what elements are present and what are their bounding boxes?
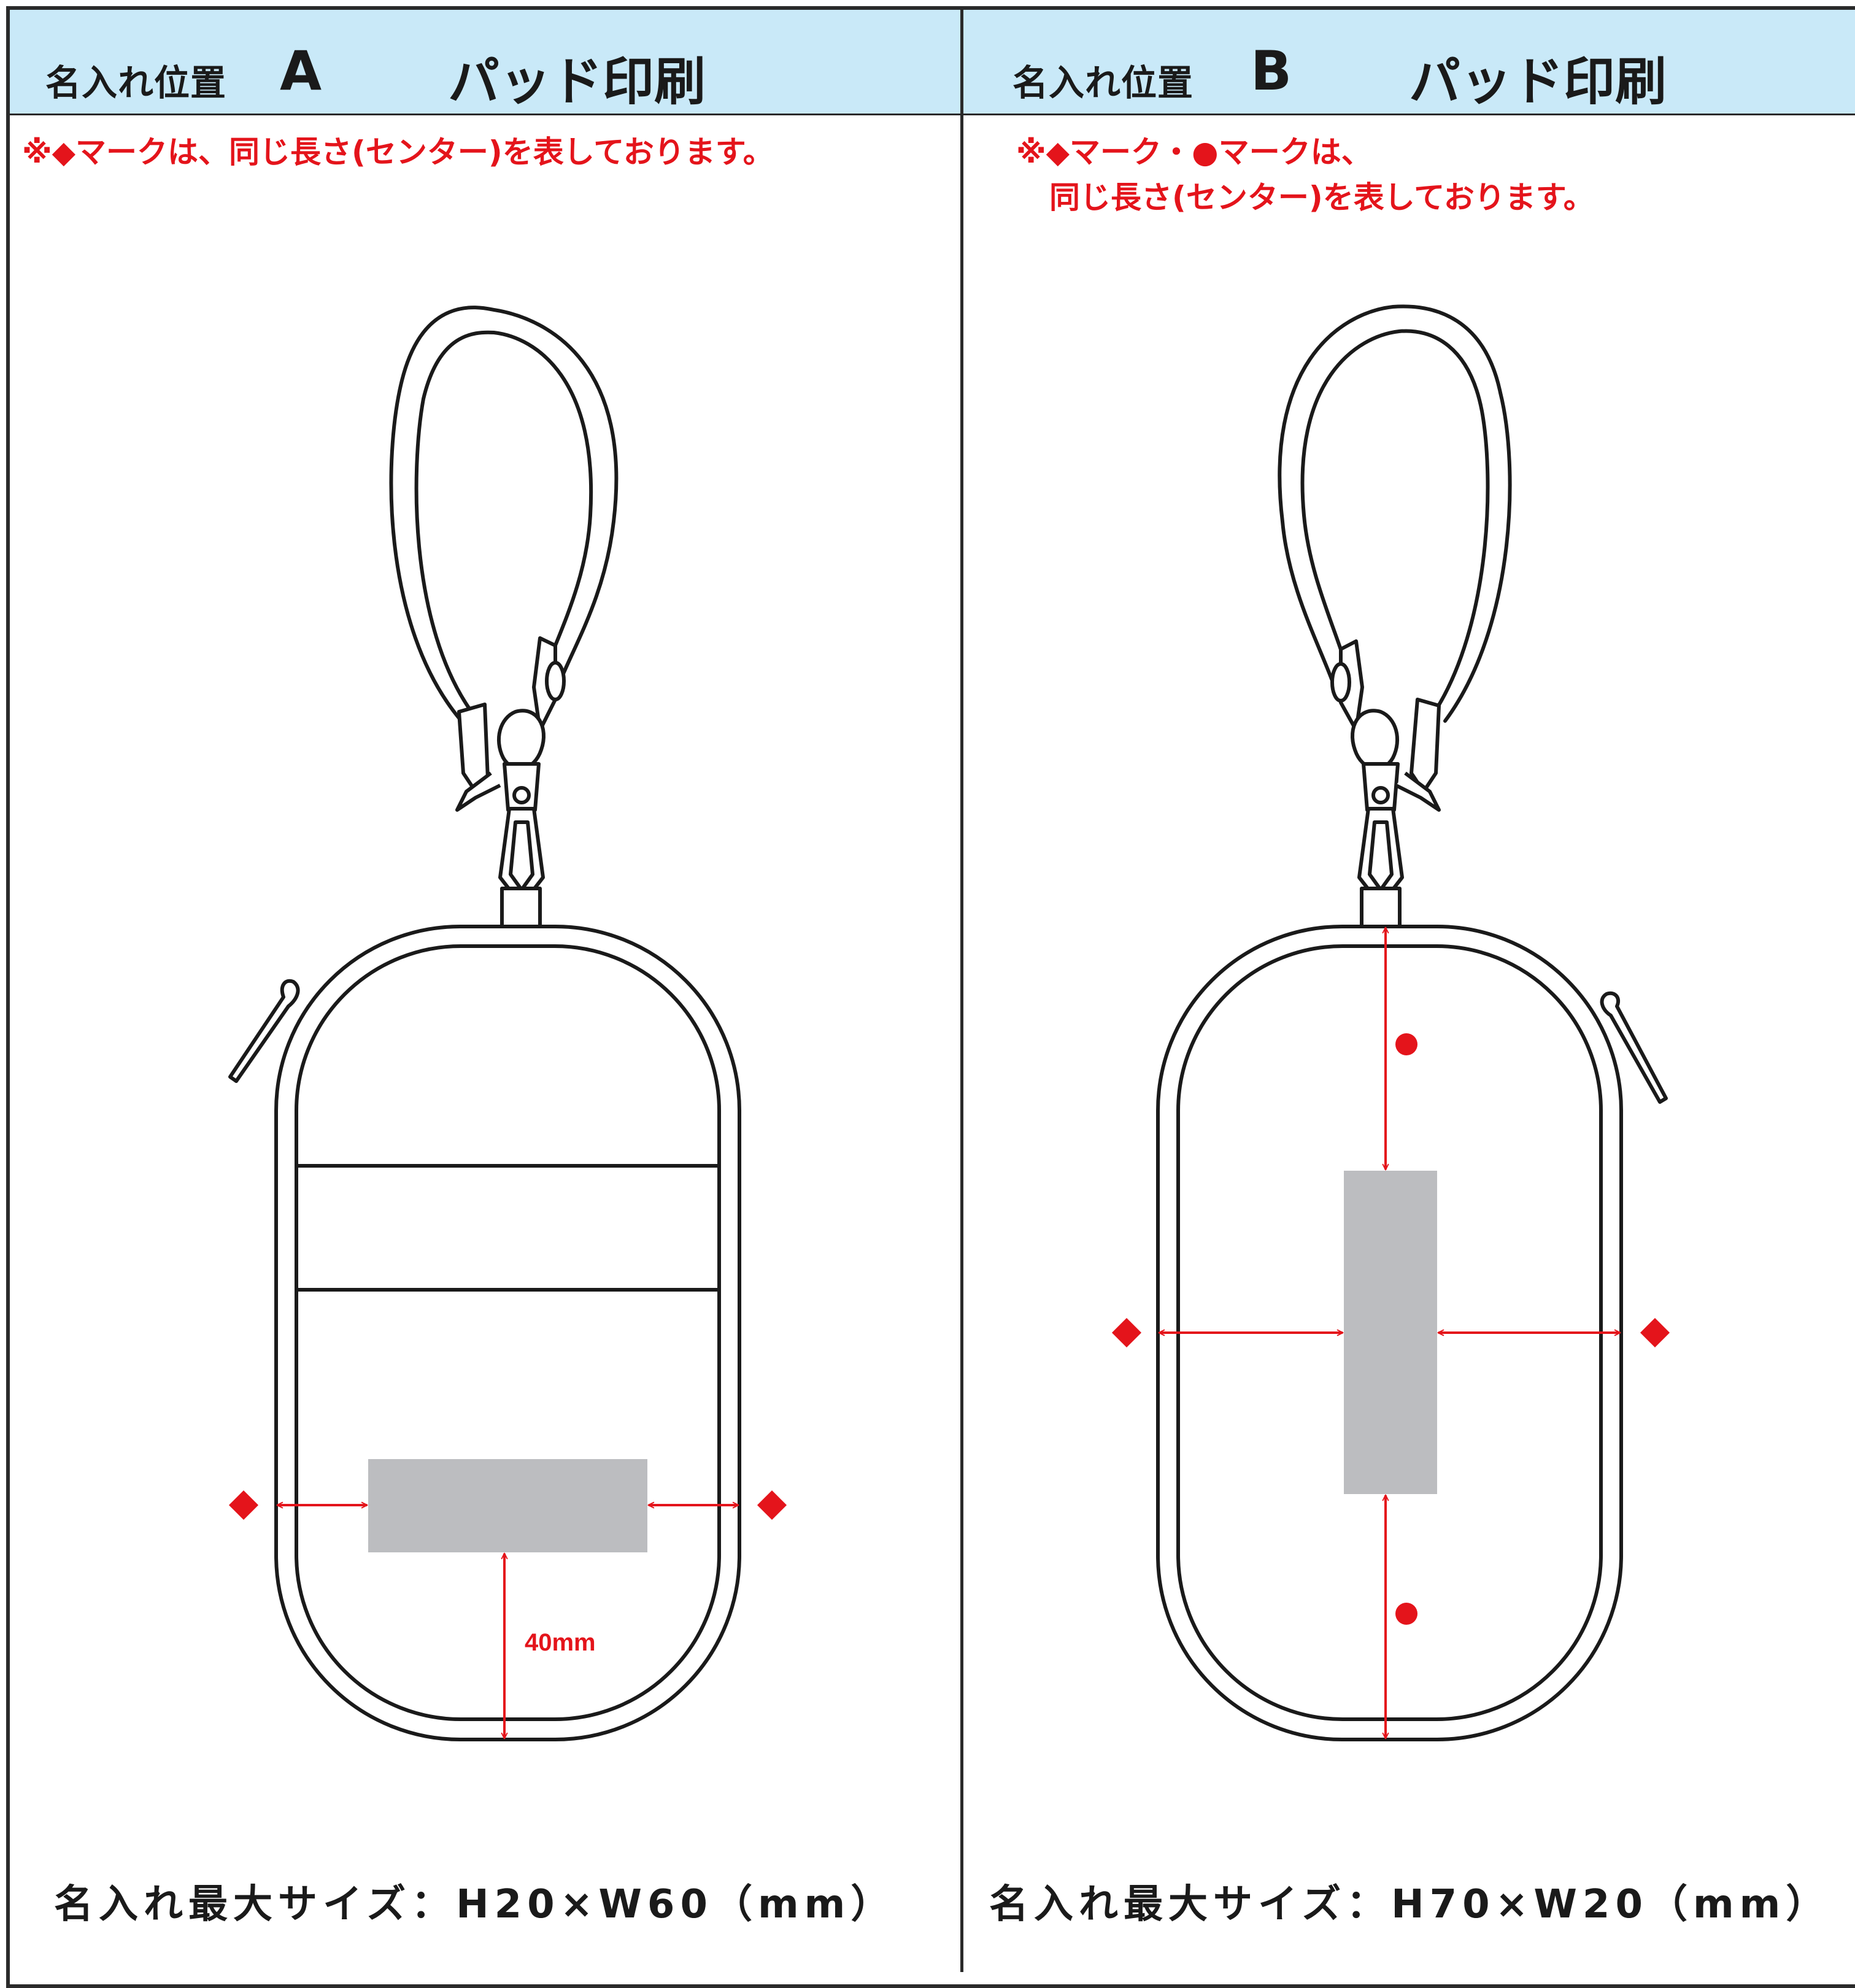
panel-b-dot-marker-bottom — [1395, 1603, 1417, 1625]
panel-a-pouch-inner — [295, 944, 721, 1721]
panel-b-note-line-2: 同じ長さ(センター)を表しております。 — [1049, 180, 1594, 215]
panel-a-clip-hardware — [455, 636, 566, 928]
panel-a-position-label: 名入れ位置 — [45, 62, 227, 104]
panel-b-diamond-marker-right — [1640, 1317, 1670, 1348]
panel-b-strap — [1278, 304, 1512, 723]
panel-b-print-area — [1344, 1171, 1437, 1494]
panel-a-print-area — [368, 1459, 647, 1552]
panel-a-method: パッド印刷 — [448, 52, 706, 112]
panel-b-max-size: 名入れ最大サイズ：H70×W20（mm） — [989, 1882, 1831, 1927]
panel-b-diamond-marker-left — [1111, 1317, 1142, 1348]
panel-b-letter: B — [1251, 39, 1292, 102]
panel-a-pouch-drawing — [228, 306, 787, 1741]
panel-b-dot-marker-top — [1395, 1033, 1417, 1055]
panel-a-zipper-pull — [228, 979, 300, 1083]
panel-b-position-label: 名入れ位置 — [1012, 62, 1194, 104]
panel-a-dimension-label: 40mm — [525, 1629, 596, 1656]
panel-a-diamond-marker-left — [228, 1490, 259, 1520]
panel-b-note-line-1: ※◆マーク・●マークは、 — [1016, 134, 1372, 170]
panel-a-pouch-outer — [274, 925, 741, 1741]
panel-a-note: ※◆マークは、同じ長さ(センター)を表しております。 — [22, 134, 774, 170]
panel-a-diamond-marker-right — [757, 1490, 787, 1520]
panel-b-zipper-pull — [1600, 991, 1668, 1104]
panel-b-pouch-drawing — [1111, 304, 1670, 1741]
panel-a-header: 名入れ位置 A パッド印刷 — [10, 10, 960, 115]
panel-b-clip-hardware — [1330, 639, 1441, 928]
panel-b-method: パッド印刷 — [1409, 52, 1667, 112]
panel-divider — [960, 6, 963, 1972]
panel-a-max-size: 名入れ最大サイズ：H20×W60（mm） — [54, 1882, 896, 1927]
panel-a-letter: A — [280, 39, 322, 102]
panel-a-strap — [389, 306, 619, 723]
panel-b-header: 名入れ位置 B パッド印刷 — [963, 10, 1855, 115]
